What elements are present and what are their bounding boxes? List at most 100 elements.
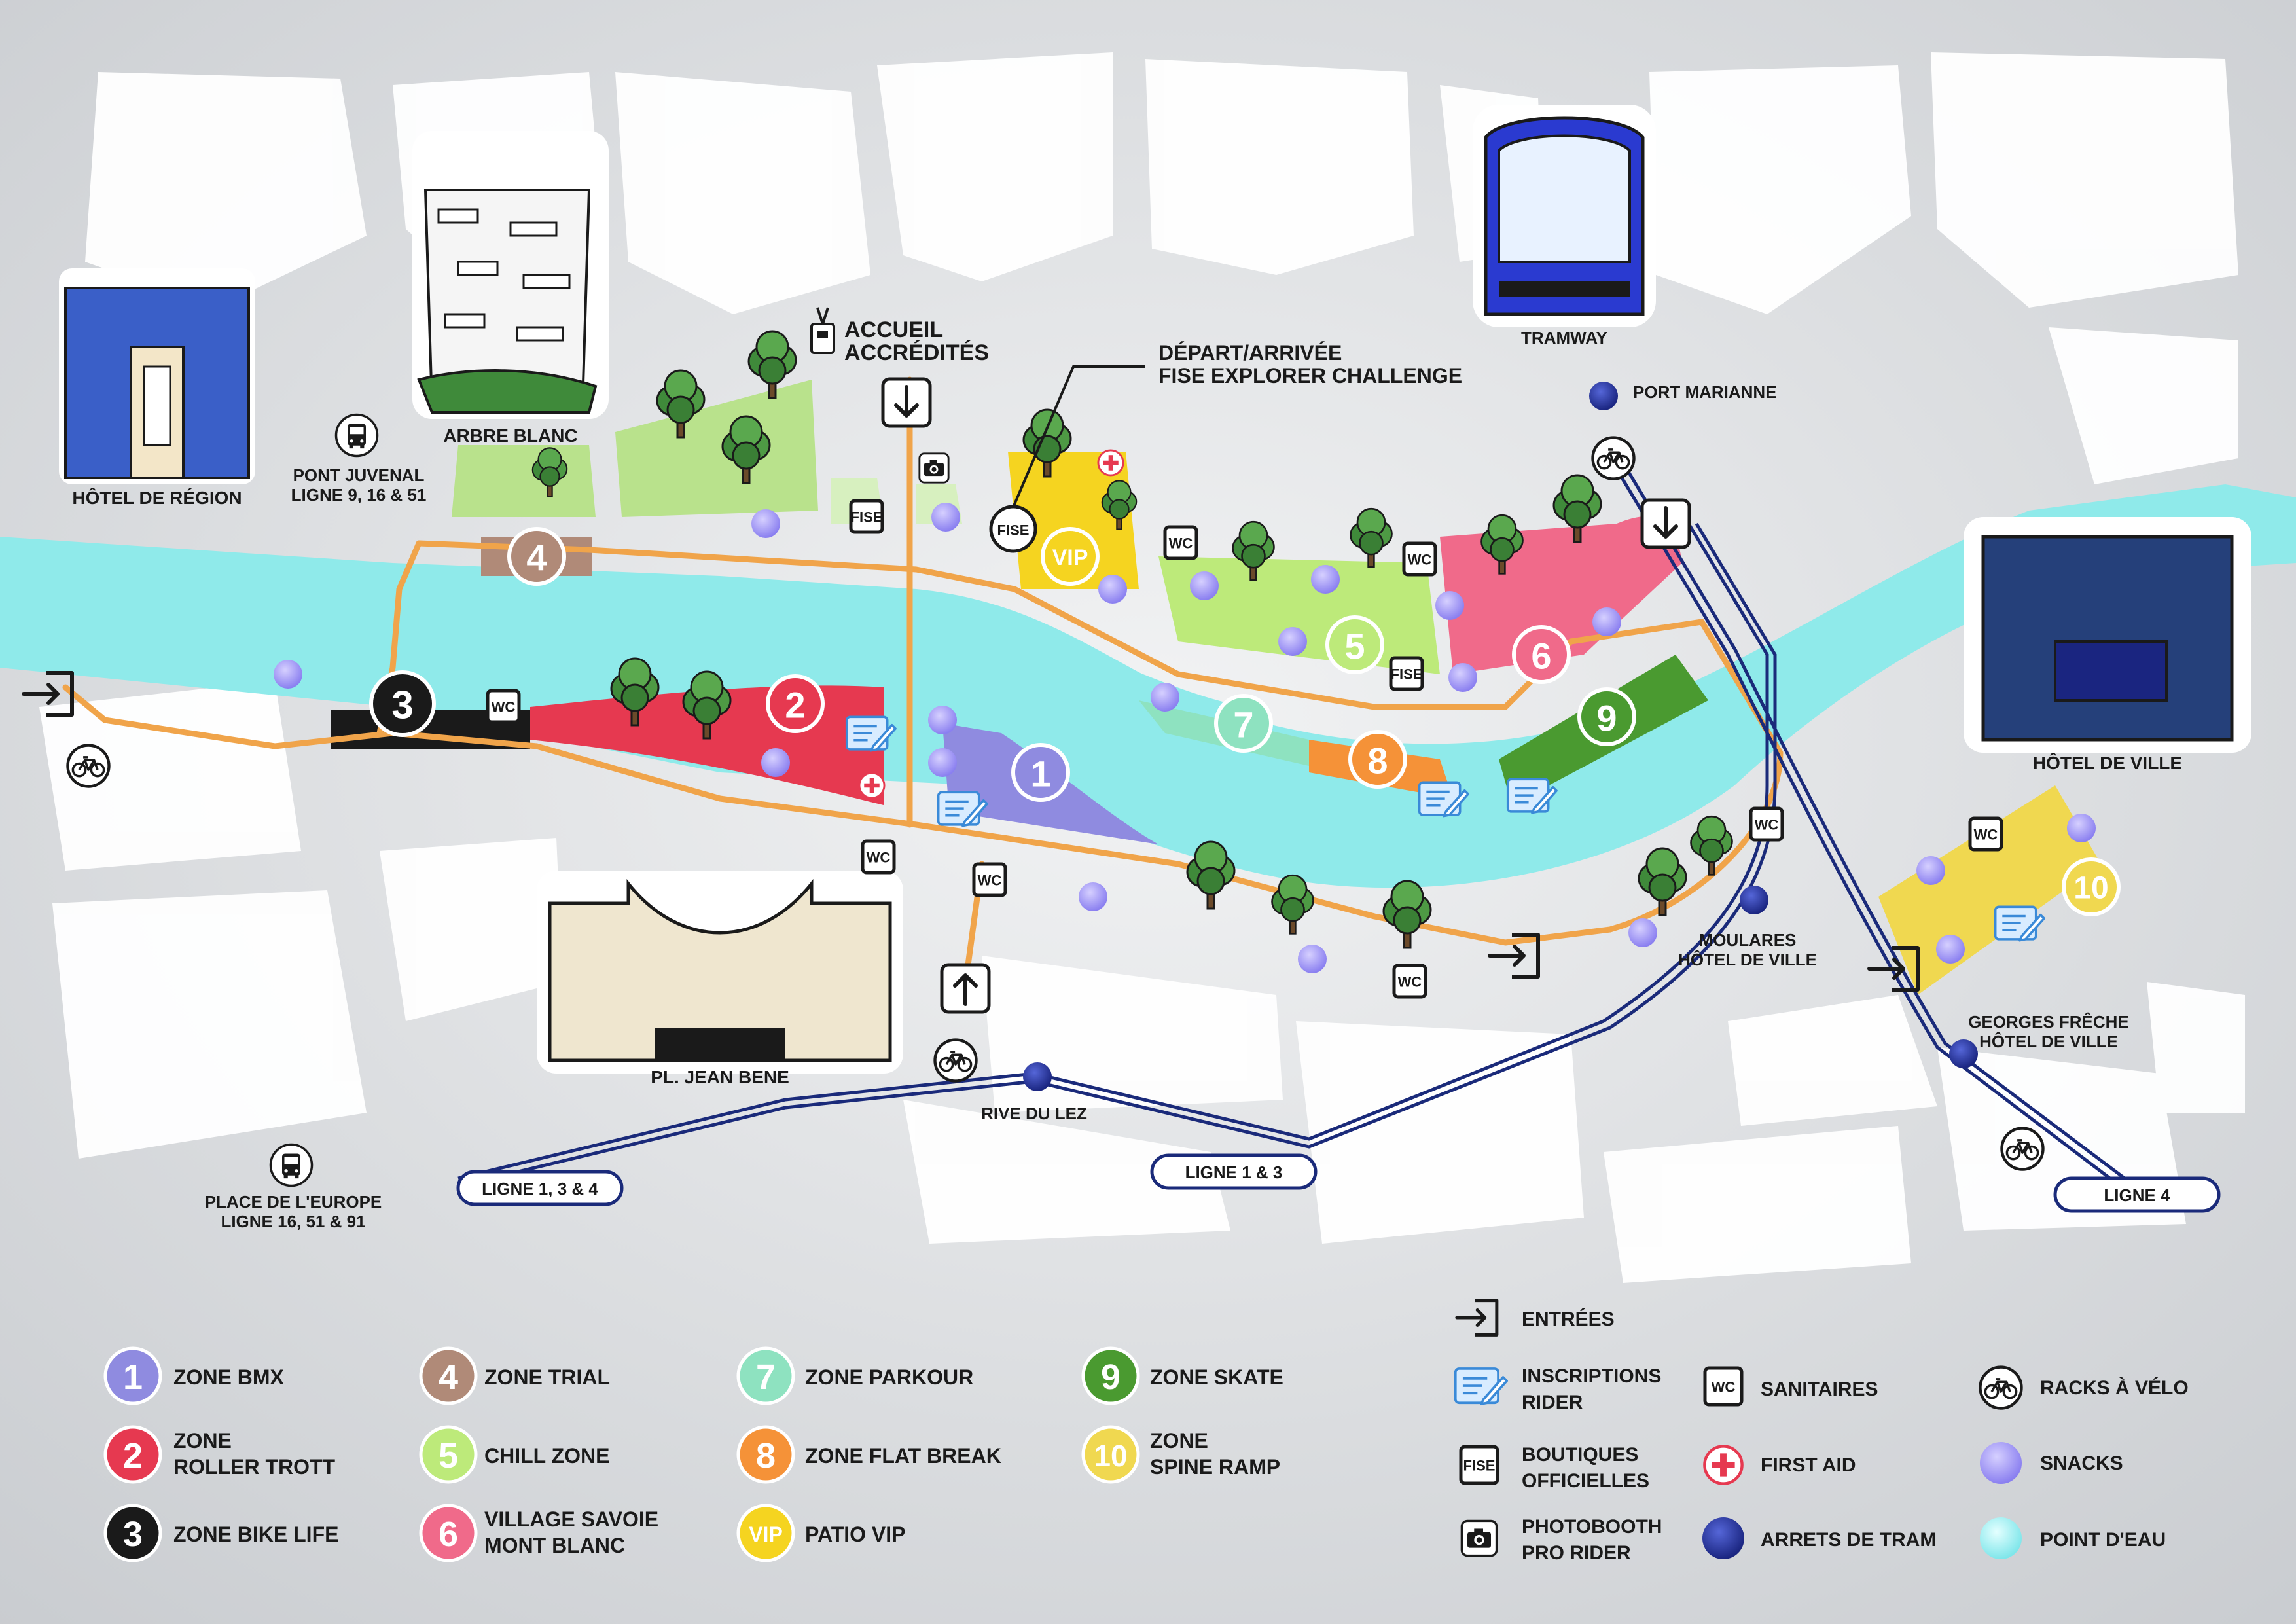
wc-icon: WC	[1749, 806, 1784, 842]
tram-stop-label: HÔTEL DE VILLE	[1979, 1032, 2118, 1051]
svg-text:CHILL ZONE: CHILL ZONE	[484, 1444, 609, 1468]
svg-text:WC: WC	[867, 850, 891, 866]
svg-text:ZONE FLAT BREAK: ZONE FLAT BREAK	[805, 1444, 1001, 1468]
inscription-icon	[1418, 781, 1469, 818]
svg-text:WC: WC	[1169, 535, 1193, 552]
zone-10-area	[1878, 785, 2101, 995]
svg-text:FISE: FISE	[1463, 1458, 1496, 1474]
svg-text:7: 7	[1233, 704, 1253, 746]
svg-text:LIGNE 1 & 3: LIGNE 1 & 3	[1185, 1163, 1283, 1182]
zone-1-marker: 1	[1011, 743, 1070, 802]
svg-text:1: 1	[1030, 753, 1050, 795]
bus-stop-lines: LIGNE 16, 51 & 91	[221, 1212, 365, 1231]
legend-tram-stop-icon	[1702, 1517, 1744, 1559]
hotel-ville-building	[1964, 517, 2251, 753]
svg-text:9: 9	[1596, 698, 1617, 739]
legend-wc-icon: WC	[1703, 1366, 1744, 1407]
svg-text:8: 8	[756, 1436, 776, 1475]
legend-zone-3: 3 ZONE BIKE LIFE	[103, 1504, 338, 1562]
svg-text:PHOTOBOOTH: PHOTOBOOTH	[1522, 1516, 1662, 1538]
svg-text:ROLLER TROTT: ROLLER TROTT	[173, 1455, 336, 1479]
tram-stop-label: MOULARES	[1699, 930, 1797, 950]
bike-rack-icon	[1593, 438, 1634, 479]
inscription-icon	[845, 715, 897, 752]
jean-bene-building	[537, 871, 903, 1074]
svg-text:ZONE TRIAL: ZONE TRIAL	[484, 1365, 610, 1389]
svg-text:ZONE BIKE LIFE: ZONE BIKE LIFE	[173, 1523, 338, 1546]
bus-stop-lines: LIGNE 9, 16 & 51	[291, 485, 427, 505]
svg-text:FISE: FISE	[997, 522, 1030, 539]
inscription-icon	[1994, 905, 2045, 942]
svg-text:SPINE RAMP: SPINE RAMP	[1150, 1455, 1280, 1479]
legend-entrees-label: ENTRÉES	[1522, 1308, 1615, 1330]
svg-text:WC: WC	[978, 873, 1002, 889]
legend-camera-icon	[1460, 1519, 1498, 1557]
photobooth-icon	[918, 452, 950, 484]
zone-markers: 1 2 3 4 5 6 7 8 9 10 VIP	[369, 527, 2121, 916]
svg-text:WC: WC	[1974, 827, 1998, 843]
svg-text:WC: WC	[1755, 817, 1779, 833]
svg-text:FIRST AID: FIRST AID	[1761, 1454, 1856, 1476]
tram-line-pill: LIGNE 1, 3 & 4	[456, 1170, 624, 1206]
svg-text:2: 2	[123, 1436, 143, 1475]
svg-text:ZONE SKATE: ZONE SKATE	[1150, 1365, 1283, 1389]
legend-fise-icon: FISE	[1459, 1445, 1499, 1485]
bike-rack-icon	[2002, 1128, 2043, 1170]
accueil-label-2: ACCRÉDITÉS	[844, 340, 989, 365]
legend-zone-5: 5 CHILL ZONE	[419, 1425, 609, 1484]
legend-zone-9: 9 ZONE SKATE	[1081, 1346, 1283, 1405]
wc-markers: WC WC WC WC WC WC WC WC	[486, 525, 2003, 999]
svg-text:10: 10	[1094, 1439, 1127, 1473]
svg-text:WC: WC	[1712, 1379, 1736, 1396]
svg-text:ZONE BMX: ZONE BMX	[173, 1365, 285, 1389]
first-aid-icon	[859, 773, 884, 798]
svg-text:8: 8	[1367, 740, 1388, 782]
landmark-labels: HÔTEL DE RÉGION ARBRE BLANC PL. JEAN BEN…	[72, 317, 2182, 1231]
svg-text:LIGNE 1, 3 & 4: LIGNE 1, 3 & 4	[482, 1179, 598, 1199]
svg-text:ZONE: ZONE	[1150, 1429, 1208, 1453]
svg-text:4: 4	[439, 1358, 458, 1397]
tram-stop-label: RIVE DU LEZ	[981, 1104, 1087, 1123]
legend-zone-1: 1 ZONE BMX	[103, 1346, 285, 1405]
bus-stop-name: PONT JUVENAL	[293, 465, 425, 485]
svg-text:WC: WC	[1398, 974, 1422, 990]
badge-icon	[810, 307, 835, 354]
inscription-icon	[1506, 778, 1558, 814]
legend-zone-7: 7 ZONE PARKOUR	[736, 1346, 973, 1405]
vip-marker: VIP	[1041, 527, 1100, 586]
svg-text:WC: WC	[492, 699, 516, 715]
wc-icon: WC	[1392, 964, 1427, 999]
svg-text:PATIO VIP: PATIO VIP	[805, 1523, 906, 1546]
legend-vip: VIP PATIO VIP	[736, 1504, 906, 1562]
fise-shop-icon: FISE	[849, 499, 884, 534]
svg-text:MONT BLANC: MONT BLANC	[484, 1534, 625, 1557]
zone-4-marker: 4	[507, 527, 566, 586]
zone-6-marker: 6	[1512, 625, 1571, 684]
zone-2-marker: 2	[766, 674, 825, 733]
wc-icon: WC	[1402, 541, 1437, 577]
first-aid-icon	[1098, 450, 1123, 475]
legend-zone-8: 8 ZONE FLAT BREAK	[736, 1425, 1001, 1484]
arbre-blanc-building	[412, 131, 609, 419]
zone-9-marker: 9	[1577, 687, 1636, 746]
depart-label-2: FISE EXPLORER CHALLENGE	[1158, 364, 1462, 388]
svg-text:LIGNE 4: LIGNE 4	[2104, 1185, 2170, 1205]
svg-text:3: 3	[123, 1515, 143, 1554]
fise-shop-icon: FISE	[989, 505, 1037, 553]
svg-text:OFFICIELLES: OFFICIELLES	[1522, 1470, 1649, 1492]
legend-bike-icon	[1981, 1367, 2022, 1409]
hotel-region-building	[59, 268, 255, 484]
tram-stop-points	[1023, 382, 1978, 1091]
svg-text:ARRETS DE TRAM: ARRETS DE TRAM	[1761, 1529, 1936, 1551]
svg-text:6: 6	[439, 1515, 458, 1554]
svg-text:FISE: FISE	[851, 509, 883, 526]
depart-label: DÉPART/ARRIVÉE	[1158, 341, 1342, 365]
zone-5-marker: 5	[1325, 615, 1384, 674]
tram-line-pills: LIGNE 1, 3 & 4 LIGNE 1 & 3 LIGNE 4	[456, 1153, 2221, 1213]
entry-up-arrow-icon	[942, 965, 989, 1012]
svg-text:WC: WC	[1408, 552, 1432, 568]
wc-icon: WC	[486, 689, 521, 724]
